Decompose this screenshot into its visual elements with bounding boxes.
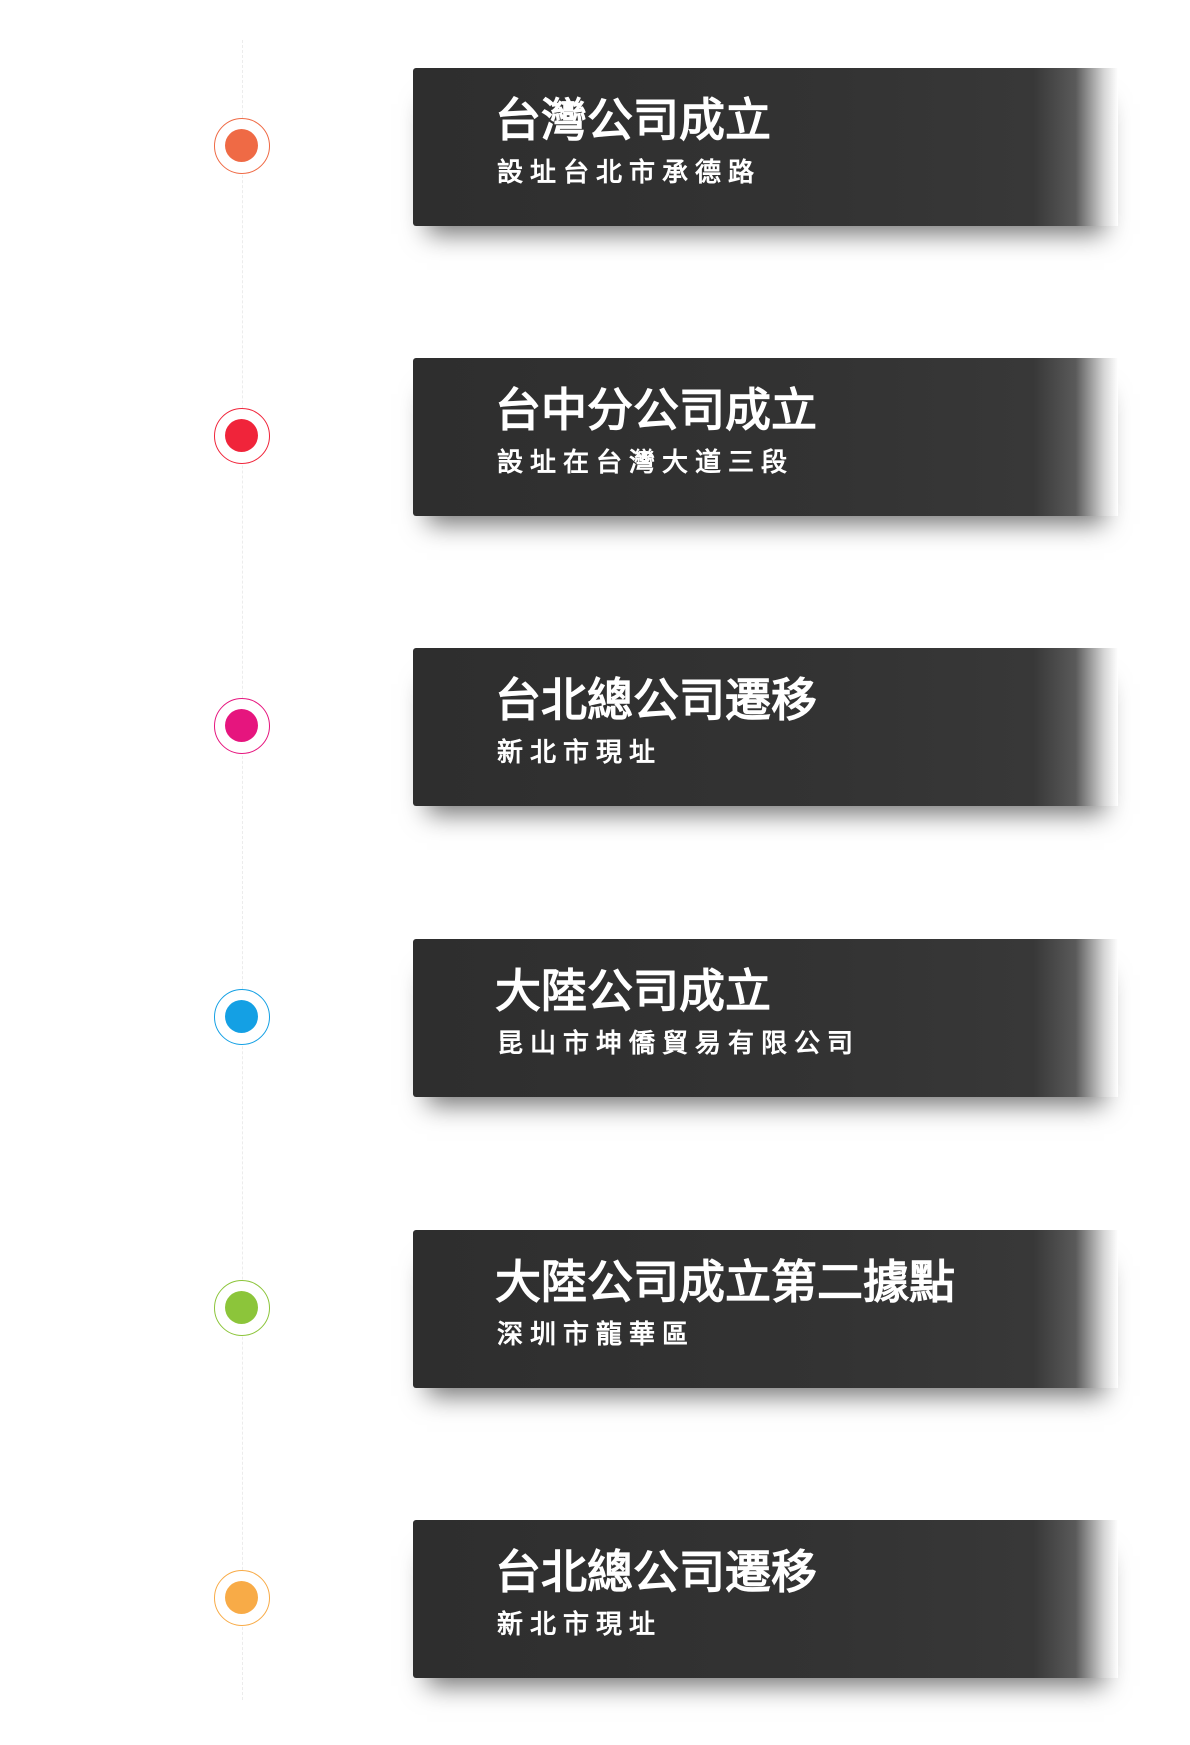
- event-card: 台北總公司遷移 新北市現址: [413, 648, 1118, 806]
- event-card: 台中分公司成立 設址在台灣大道三段: [413, 358, 1118, 516]
- event-title: 台中分公司成立: [495, 383, 817, 437]
- event-title: 台灣公司成立: [495, 93, 771, 147]
- event-card: 大陸公司成立 昆山市坤僑貿易有限公司: [413, 939, 1118, 1097]
- timeline-dot-fill: [225, 419, 258, 452]
- timeline-dot-fill: [225, 1581, 258, 1614]
- timeline-event: 台北總公司遷移 新北市現址: [0, 1520, 1190, 1680]
- event-title: 大陸公司成立: [495, 964, 771, 1018]
- timeline-event: 台北總公司遷移 新北市現址: [0, 648, 1190, 808]
- timeline-dot-icon: [214, 118, 270, 174]
- timeline-line: [242, 40, 243, 1700]
- timeline-dot-fill: [225, 709, 258, 742]
- timeline-dot-fill: [225, 1000, 258, 1033]
- event-card: 台北總公司遷移 新北市現址: [413, 1520, 1118, 1678]
- event-subtitle: 昆山市坤僑貿易有限公司: [497, 1029, 861, 1059]
- timeline-event: 大陸公司成立 昆山市坤僑貿易有限公司: [0, 939, 1190, 1099]
- timeline-event: 大陸公司成立第二據點 深圳市龍華區: [0, 1230, 1190, 1390]
- timeline-dot-icon: [214, 408, 270, 464]
- timeline-event: 台中分公司成立 設址在台灣大道三段: [0, 358, 1190, 518]
- event-subtitle: 新北市現址: [497, 738, 663, 768]
- event-subtitle: 設址台北市承德路: [497, 158, 762, 188]
- timeline-dot-fill: [225, 1291, 258, 1324]
- event-subtitle: 新北市現址: [497, 1610, 663, 1640]
- timeline-dot-fill: [225, 129, 258, 162]
- event-title: 台北總公司遷移: [495, 1545, 817, 1599]
- timeline-dot-icon: [214, 698, 270, 754]
- event-title: 台北總公司遷移: [495, 673, 817, 727]
- event-card: 台灣公司成立 設址台北市承德路: [413, 68, 1118, 226]
- timeline-dot-icon: [214, 1570, 270, 1626]
- event-card: 大陸公司成立第二據點 深圳市龍華區: [413, 1230, 1118, 1388]
- timeline-event: 台灣公司成立 設址台北市承德路: [0, 68, 1190, 228]
- event-title: 大陸公司成立第二據點: [495, 1255, 955, 1309]
- timeline-dot-icon: [214, 1280, 270, 1336]
- event-subtitle: 設址在台灣大道三段: [497, 448, 795, 478]
- event-subtitle: 深圳市龍華區: [497, 1320, 696, 1350]
- timeline-dot-icon: [214, 989, 270, 1045]
